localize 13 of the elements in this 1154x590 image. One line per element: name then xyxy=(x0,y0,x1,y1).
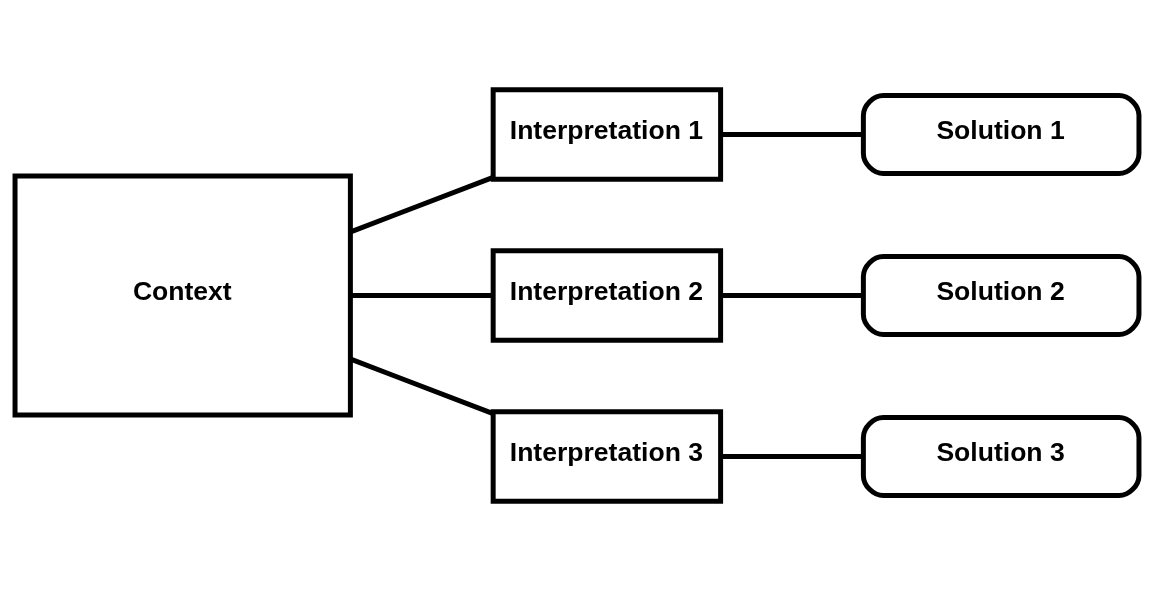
connector xyxy=(350,292,494,298)
connector xyxy=(721,453,863,459)
node-box: Solution 3 xyxy=(860,414,1142,498)
node-box: Interpretation 1 xyxy=(490,86,724,182)
node-box: Solution 2 xyxy=(860,253,1142,337)
connector xyxy=(349,174,495,234)
connector xyxy=(721,131,863,137)
connector xyxy=(721,292,863,298)
node-box: Solution 1 xyxy=(860,92,1142,176)
node-box: Interpretation 3 xyxy=(490,408,724,504)
connector xyxy=(349,356,495,416)
node-box: Context xyxy=(12,173,353,417)
node-box: Interpretation 2 xyxy=(490,247,724,343)
